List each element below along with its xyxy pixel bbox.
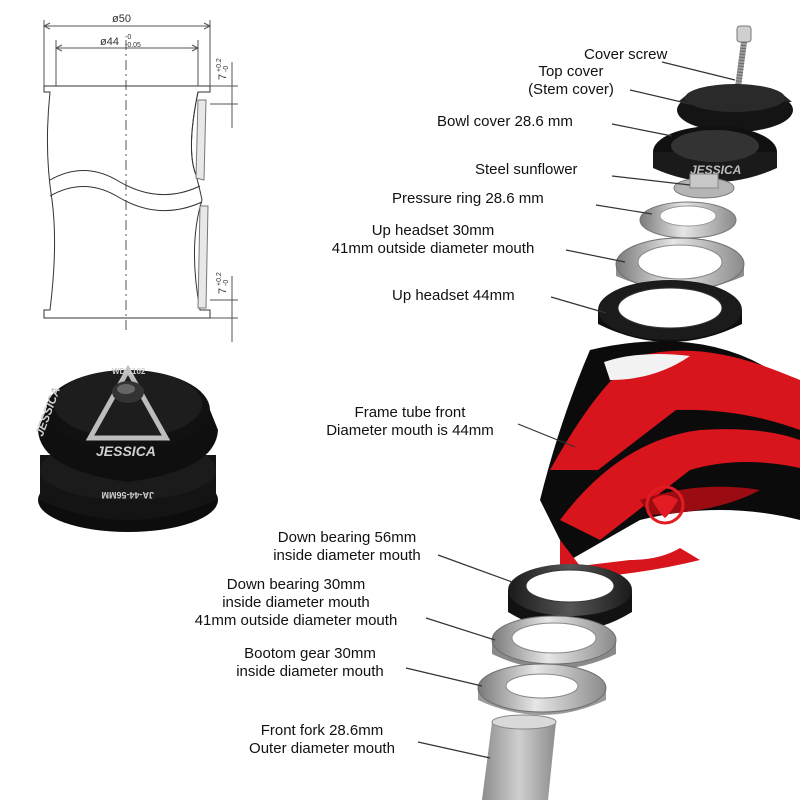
label-steel-sunflower: Steel sunflower bbox=[475, 161, 578, 178]
label-bottom-gear-line1: Bootom gear 30mm bbox=[244, 645, 376, 662]
height-top: 7 bbox=[217, 74, 229, 80]
dim-inner-tol-upper: -0 bbox=[125, 34, 131, 41]
dim-outer: ø50 bbox=[112, 13, 131, 25]
dim-inner: ø44 bbox=[100, 36, 119, 48]
dim-inner-tol-lower: -0.05 bbox=[125, 42, 141, 49]
label-frame-tube-line2: Diameter mouth is 44mm bbox=[326, 422, 494, 439]
technical-drawing bbox=[42, 20, 238, 342]
label-bottom-gear: Bootom gear 30mm inside diameter mouth bbox=[214, 645, 406, 681]
assembled-headset bbox=[38, 364, 218, 532]
label-pressure-ring: Pressure ring 28.6 mm bbox=[392, 190, 544, 207]
label-down-bearing-30-line2: inside diameter mouth bbox=[222, 594, 370, 611]
height-top-tol-upper: +0.2 bbox=[216, 58, 223, 72]
label-down-bearing-56-line1: Down bearing 56mm bbox=[277, 529, 417, 546]
label-down-bearing-56: Down bearing 56mm inside diameter mouth bbox=[252, 529, 442, 565]
label-up-headset-44: Up headset 44mm bbox=[392, 287, 515, 304]
top-cover-part bbox=[677, 84, 793, 132]
model-text: WD-1102 bbox=[112, 367, 146, 376]
steel-sunflower-part bbox=[673, 173, 735, 199]
height-bottom: 7 bbox=[217, 288, 229, 294]
height-top-tol-lower: -0 bbox=[223, 66, 230, 72]
height-bottom-tol-lower: -0 bbox=[223, 280, 230, 286]
label-down-bearing-30-line3: 41mm outside diameter mouth bbox=[194, 612, 398, 629]
bike-frame bbox=[540, 341, 800, 580]
label-bowl-cover: Bowl cover 28.6 mm bbox=[437, 113, 573, 130]
label-frame-tube: Frame tube front Diameter mouth is 44mm bbox=[300, 404, 520, 440]
label-bottom-gear-line2: inside diameter mouth bbox=[236, 663, 384, 680]
up-headset-44-part bbox=[598, 280, 742, 342]
label-frame-tube-line1: Frame tube front bbox=[354, 404, 466, 421]
drawing-dimension-text: ø50 ø44 -0 -0.05 7 +0.2 -0 7 +0.2 -0 bbox=[100, 13, 230, 294]
bowl-cover-part: JESSICA bbox=[653, 126, 777, 182]
height-bottom-tol-upper: +0.2 bbox=[216, 272, 223, 286]
label-down-bearing-30-line1: Down bearing 30mm bbox=[226, 576, 366, 593]
label-up-headset-30-line1: Up headset 30mm bbox=[371, 222, 495, 239]
front-fork-part bbox=[482, 714, 557, 800]
label-front-fork: Front fork 28.6mm Outer diameter mouth bbox=[226, 722, 418, 758]
label-front-fork-line1: Front fork 28.6mm bbox=[260, 722, 384, 739]
label-down-bearing-56-line2: inside diameter mouth bbox=[273, 547, 421, 564]
label-top-cover-line1: Top cover bbox=[538, 63, 604, 80]
bottom-gear-part bbox=[477, 663, 607, 715]
brand-text: JESSICA bbox=[96, 443, 156, 459]
label-up-headset-30: Up headset 30mm 41mm outside diameter mo… bbox=[302, 222, 564, 258]
down-bearing-30-part bbox=[491, 615, 617, 669]
label-top-cover-line2: (Stem cover) bbox=[528, 81, 614, 98]
leader-lines bbox=[405, 61, 736, 759]
label-front-fork-line2: Outer diameter mouth bbox=[249, 740, 395, 757]
label-up-headset-30-line2: 41mm outside diameter mouth bbox=[331, 240, 535, 257]
label-down-bearing-30: Down bearing 30mm inside diameter mouth … bbox=[166, 576, 426, 630]
pressure-ring-part bbox=[639, 201, 737, 239]
size-code-text: JA-44-56MM bbox=[101, 490, 154, 500]
label-top-cover: Top cover (Stem cover) bbox=[512, 63, 630, 99]
down-bearing-56-part bbox=[508, 564, 632, 631]
label-cover-screw: Cover screw bbox=[584, 46, 668, 63]
